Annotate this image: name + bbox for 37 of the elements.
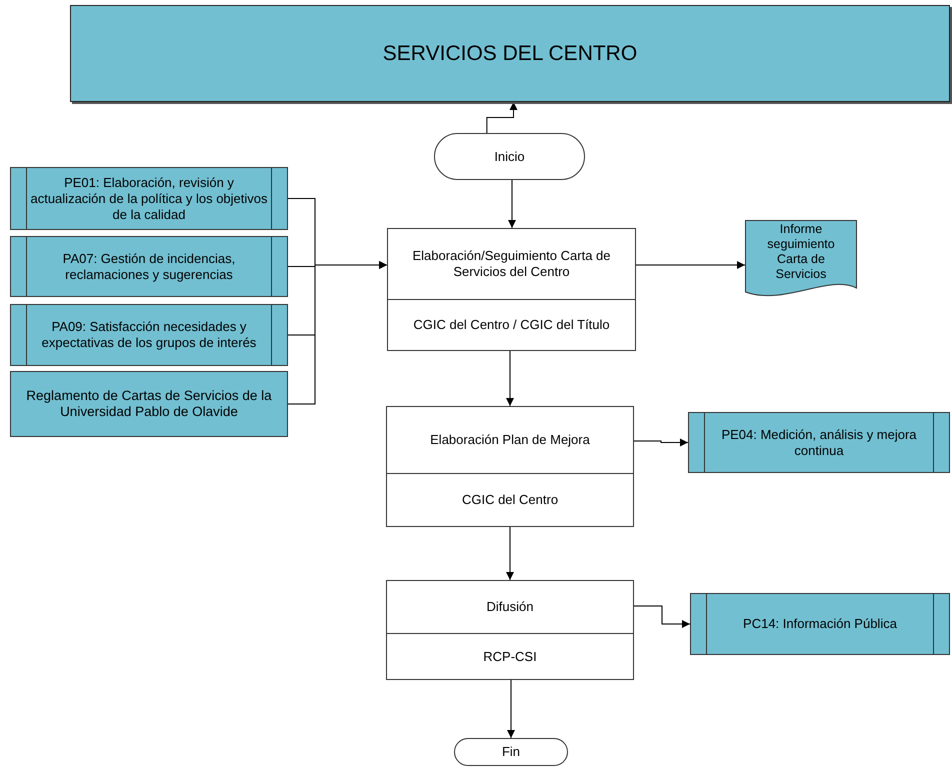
document-label: Informe seguimiento Carta de Servicios xyxy=(766,222,836,282)
arrow xyxy=(506,350,514,406)
title-text: SERVICIOS DEL CENTRO xyxy=(382,42,638,66)
process-box xyxy=(386,406,634,527)
terminator-shape xyxy=(434,133,585,180)
terminator-shape xyxy=(454,738,568,766)
subprocess-box xyxy=(10,304,288,366)
arrow xyxy=(636,261,746,269)
subprocess-label: PA09: Satisfacción necesidades y expectativas de los grupos de interés xyxy=(40,319,258,351)
subprocess-label: PC14: Información Pública xyxy=(742,616,898,632)
arrow xyxy=(634,606,690,628)
terminator-label: Fin xyxy=(502,744,520,760)
document-box xyxy=(10,371,288,437)
process-box xyxy=(387,228,636,351)
subprocess-label: Reglamento de Cartas de Servicios de la Universidad Pablo de Olavide xyxy=(25,388,273,420)
subprocess-box xyxy=(10,167,288,230)
arrow xyxy=(486,102,518,134)
activity-label: Elaboración Plan de Mejora xyxy=(429,431,591,449)
activity-label: Difusión xyxy=(486,598,534,616)
responsible-label: CGIC del Centro xyxy=(387,473,633,526)
subprocess-label: PE01: Elaboración, revisión y actualización de la política y los objetivos de la calidad xyxy=(29,174,269,222)
header-band xyxy=(70,5,950,102)
activity-label: Elaboración/Seguimiento Carta de Servicios del Centro xyxy=(411,247,612,281)
terminator-label: Inicio xyxy=(494,148,525,164)
subprocess-label: PE04: Medición, análisis y mejora continua xyxy=(720,426,918,458)
responsible-label: RCP-CSI xyxy=(387,633,633,679)
subprocess-box xyxy=(690,593,950,655)
arrow xyxy=(507,680,515,738)
arrow xyxy=(506,526,514,580)
arrow xyxy=(508,180,516,228)
subprocess-box xyxy=(688,412,950,473)
responsible-label: CGIC del Centro / CGIC del Título xyxy=(388,299,635,350)
subprocess-box xyxy=(10,236,288,297)
subprocess-label: PA07: Gestión de incidencias, reclamaciones y sugerencias xyxy=(62,250,236,282)
arrow xyxy=(288,261,388,404)
process-box xyxy=(386,580,634,680)
arrow xyxy=(634,438,688,446)
